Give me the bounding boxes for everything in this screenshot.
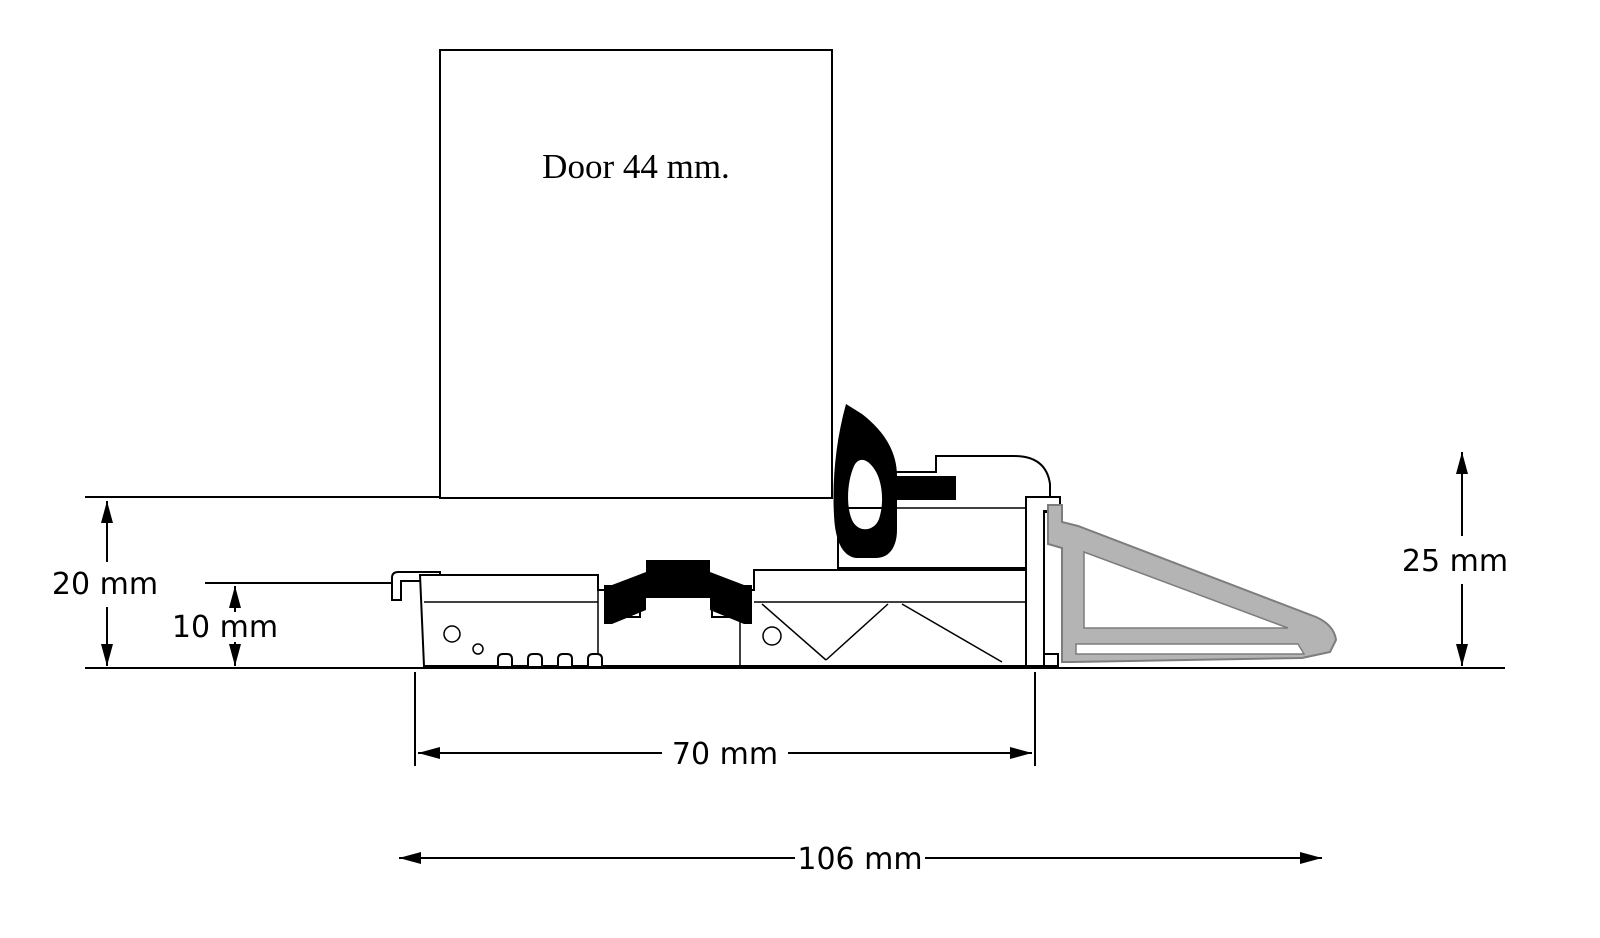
profile-diagonal-web [901, 603, 1003, 663]
profile-screw-port [443, 625, 461, 643]
dimension-label-20mm: 20 mm [52, 567, 158, 602]
dimension-label-25mm: 25 mm [1402, 544, 1508, 579]
ramp-hollow-triangle [1083, 550, 1289, 629]
profile-diagonal-web [825, 603, 889, 661]
profile-upstand-foot [1043, 653, 1059, 667]
ramp [1047, 504, 1338, 663]
dimension-70mm: 70 mm [414, 672, 1036, 772]
profile-hook-detail [762, 626, 782, 646]
profile-foot-notch [587, 653, 603, 666]
dimension-label-10mm: 10 mm [172, 610, 278, 645]
dimension-10mm: 10 mm [172, 586, 278, 666]
gaskets [604, 404, 956, 624]
dimension-106mm: 106 mm [399, 842, 1322, 877]
profile-foot-notch [497, 653, 513, 666]
door-seal-gasket [833, 404, 897, 558]
profile-foot-notch [557, 653, 573, 666]
dimension-label-70mm: 70 mm [672, 737, 778, 772]
profile-foot-notch [527, 653, 543, 666]
door-panel [439, 49, 833, 499]
profile-diagonal-web [761, 603, 827, 661]
door: Door 44 mm. [439, 49, 833, 499]
profile-screw-port [472, 643, 484, 655]
dimension-25mm: 25 mm [1402, 452, 1508, 666]
center-gasket [604, 560, 752, 624]
profile-upstand [1025, 496, 1061, 667]
door-label: Door 44 mm. [542, 147, 730, 186]
gasket-tongue [895, 476, 956, 500]
ramp-hollow-strip [1075, 643, 1306, 655]
dimension-20mm: 20 mm [52, 501, 158, 666]
threshold-profile [391, 455, 1061, 667]
reference-lines [85, 496, 1505, 669]
dimension-label-106mm: 106 mm [797, 842, 922, 877]
